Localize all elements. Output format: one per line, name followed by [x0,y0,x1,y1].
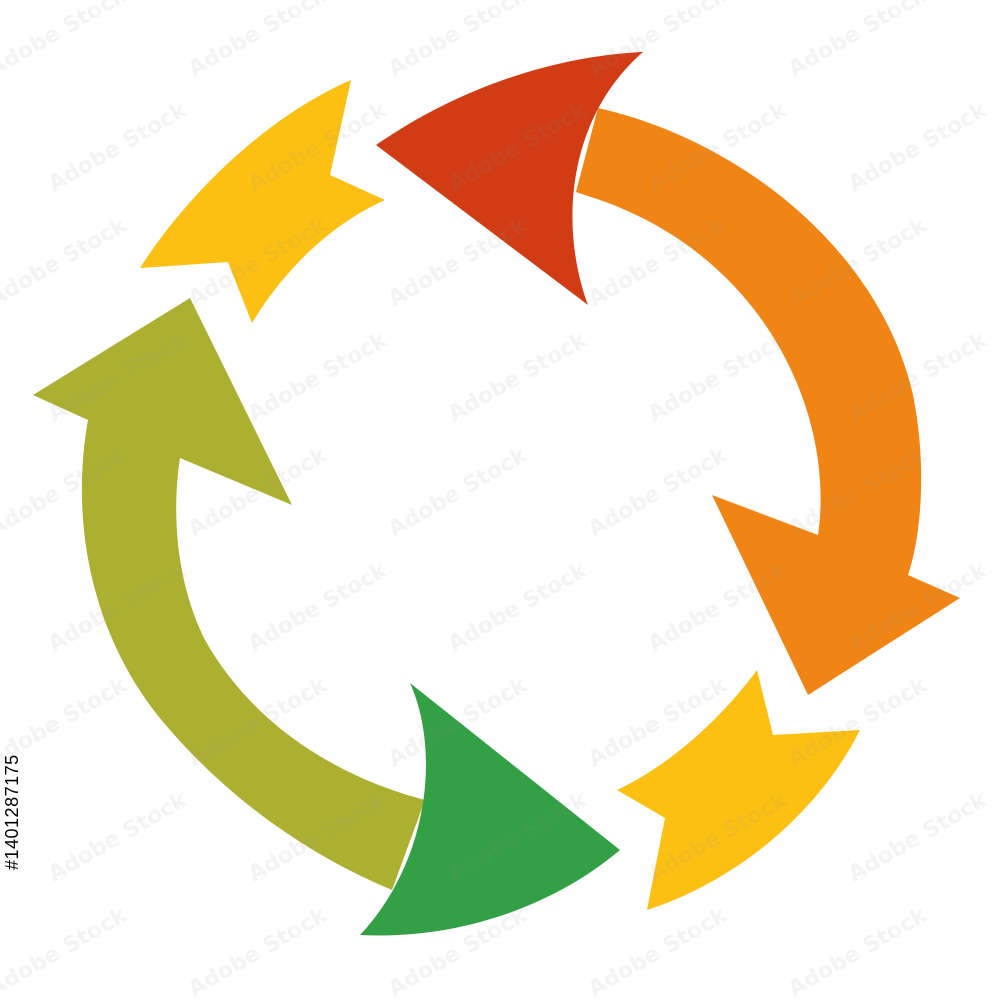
green-arrow-head [360,683,620,936]
stock-id-label: #1401287175 [2,754,22,870]
olive-arrow [33,298,425,890]
yellow-arrow-lower [617,670,860,910]
orange-arrow [576,108,960,695]
red-arrow-head [376,52,643,305]
yellow-arrow-upper [140,80,385,323]
